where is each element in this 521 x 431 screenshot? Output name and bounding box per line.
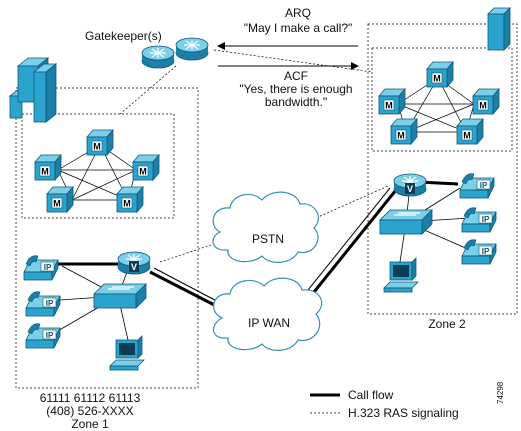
zone2-call-manager-icon xyxy=(426,61,454,88)
legend-call-flow-label: Call flow xyxy=(348,388,394,402)
building-zone1-icon xyxy=(8,57,58,123)
zone2-call-manager-icon xyxy=(390,118,418,145)
zone1-boundary xyxy=(15,87,199,389)
zone1-call-manager-icon xyxy=(116,186,144,213)
zone2-boundary xyxy=(367,23,518,315)
zone1-call-manager-icon xyxy=(132,154,160,181)
arq-title: ARQ xyxy=(284,6,311,20)
zone2-voice-router-icon: V xyxy=(393,173,427,197)
zone1-label: Zone 1 xyxy=(71,417,109,431)
gatekeeper-label: Gatekeeper(s) xyxy=(85,29,162,43)
zone1-voice-router-icon: V xyxy=(117,251,151,275)
arq-text: "May I make a call?" xyxy=(243,21,353,35)
zone1-call-manager-icon xyxy=(34,154,62,181)
zone1-switch-icon xyxy=(93,283,147,309)
zone1-cluster-boundary xyxy=(21,113,175,219)
gatekeeper-router-icon-2 xyxy=(175,37,209,61)
zone1-pc-icon xyxy=(109,335,145,371)
zone2-cluster-boundary xyxy=(371,47,513,152)
pstn-label: PSTN xyxy=(251,232,284,246)
gatekeeper-router-icon-1 xyxy=(141,45,175,69)
zone1-ip-phone-icon xyxy=(25,291,61,317)
zone1-range: (408) 526-XXXX xyxy=(46,404,134,418)
zone2-ip-phone-icon xyxy=(461,207,497,233)
svg-text:V: V xyxy=(407,184,413,194)
zone2-call-manager-icon xyxy=(472,88,500,115)
zone1-ip-phone-icon xyxy=(25,323,61,349)
acf-text-line1: "Yes, there is enough xyxy=(239,82,353,96)
pstn-cloud xyxy=(212,191,319,263)
zone1-call-manager-icon xyxy=(86,129,114,156)
building-zone2-icon xyxy=(487,7,511,51)
zone2-ip-phone-icon xyxy=(461,239,497,265)
zone1-call-manager-icon xyxy=(46,186,74,213)
zone1-ip-phone-icon xyxy=(23,255,59,281)
acf-text-line2: bandwidth." xyxy=(264,95,328,109)
svg-text:V: V xyxy=(131,262,137,272)
ipwan-label: IP WAN xyxy=(247,316,290,330)
zone1-cluster-mesh xyxy=(57,144,137,201)
zone2-switch-icon xyxy=(379,209,433,235)
zone2-call-manager-icon xyxy=(378,88,406,115)
legend-ras-label: H.323 RAS signaling xyxy=(348,406,459,420)
figure-id: 74298 xyxy=(496,381,505,404)
zone2-call-manager-icon xyxy=(456,118,484,145)
acf-title: ACF xyxy=(284,69,308,83)
zone2-pc-icon xyxy=(383,257,419,293)
lan-links xyxy=(55,185,471,341)
ipwan-cloud xyxy=(212,277,323,351)
zone2-label: Zone 2 xyxy=(428,317,466,331)
zone1-numbers: 61111 61112 61113 xyxy=(39,391,141,405)
zone2-ip-phone-icon xyxy=(459,173,495,199)
